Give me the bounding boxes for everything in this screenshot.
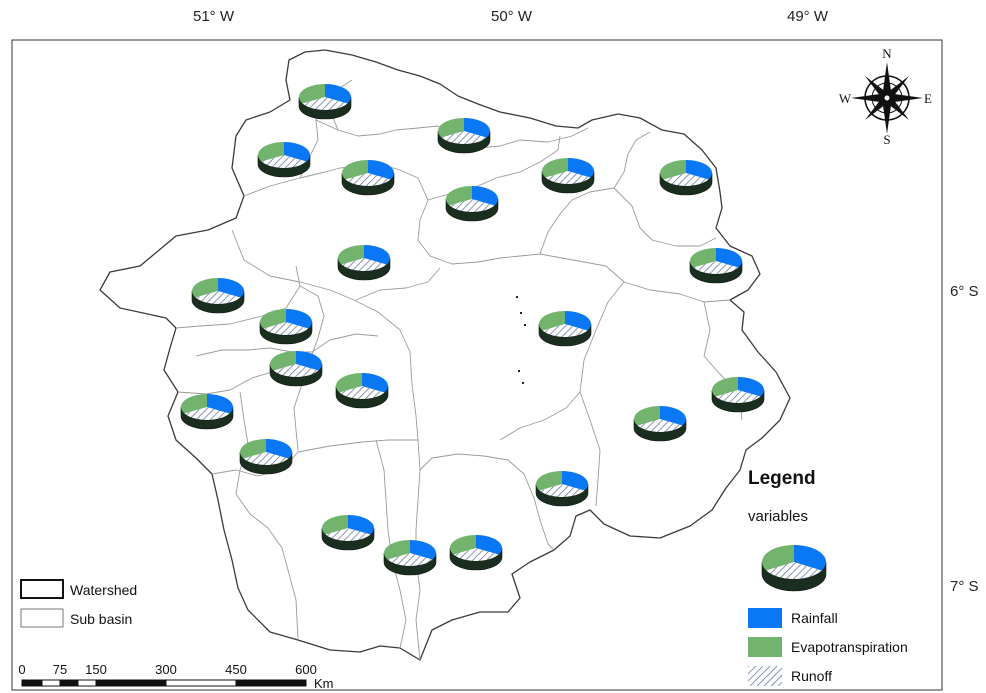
legend-swatch-watershed	[20, 579, 64, 599]
scale-tick-600: 600	[295, 662, 317, 677]
legend-item-rainfall: Rainfall	[791, 610, 838, 626]
pie-symbol	[659, 160, 713, 196]
pie-symbol	[689, 248, 743, 284]
legend-subtitle: variables	[748, 508, 808, 525]
pie-symbol	[239, 439, 293, 475]
pie-symbol	[257, 142, 311, 178]
lake-specks	[516, 296, 526, 384]
scale-unit: Km	[314, 676, 334, 691]
pie-symbol	[541, 158, 595, 194]
latitude-label-6s: 6° S	[950, 283, 979, 300]
latitude-label-7s: 7° S	[950, 578, 979, 595]
pie-symbol	[711, 377, 765, 413]
longitude-label-51w: 51° W	[193, 8, 235, 25]
scale-tick-150: 150	[85, 662, 107, 677]
pie-symbol	[383, 540, 437, 576]
longitude-label-50w: 50° W	[491, 8, 533, 25]
compass-w-label: W	[839, 91, 852, 106]
map-frame	[11, 39, 943, 691]
legend-item-watershed: Watershed	[70, 582, 137, 598]
compass-e-label: E	[924, 91, 932, 106]
longitude-label-49w: 49° W	[787, 8, 829, 25]
pie-symbol	[341, 160, 395, 196]
scale-tick-450: 450	[225, 662, 247, 677]
scale-tick-300: 300	[155, 662, 177, 677]
legend-pie-symbol	[761, 545, 827, 592]
pie-symbol	[437, 118, 491, 154]
legend-title: Legend	[748, 468, 816, 489]
compass-n-label: N	[882, 46, 892, 61]
pie-symbol	[191, 278, 245, 314]
pie-symbol	[449, 535, 503, 571]
pie-symbol	[337, 245, 391, 281]
compass-rose	[851, 62, 923, 134]
legend-pie	[761, 545, 827, 592]
pie-symbol	[538, 311, 592, 347]
pie-symbol	[633, 406, 687, 442]
pie-symbol	[321, 515, 375, 551]
watershed-boundary	[99, 49, 791, 661]
pie-symbol	[445, 186, 499, 222]
pie-symbol	[298, 84, 352, 120]
pie-symbol	[269, 351, 323, 387]
pie-symbol	[259, 309, 313, 345]
legend-item-subbasin: Sub basin	[70, 611, 132, 627]
legend-swatch-runoff	[748, 666, 782, 686]
pie-symbol	[335, 373, 389, 409]
legend-swatch-subbasin	[20, 608, 64, 628]
legend-swatch-rainfall	[748, 608, 782, 628]
pie-symbol	[535, 471, 589, 507]
scale-tick-75: 75	[53, 662, 67, 677]
compass-s-label: S	[883, 132, 890, 147]
legend-item-evapotranspiration: Evapotranspiration	[791, 639, 908, 655]
pie-symbols	[180, 84, 765, 576]
scale-bar	[21, 679, 307, 687]
legend-item-runoff: Runoff	[791, 668, 832, 684]
scale-tick-0: 0	[18, 662, 25, 677]
pie-symbol	[180, 394, 234, 430]
legend-swatch-evapotranspiration	[748, 637, 782, 657]
